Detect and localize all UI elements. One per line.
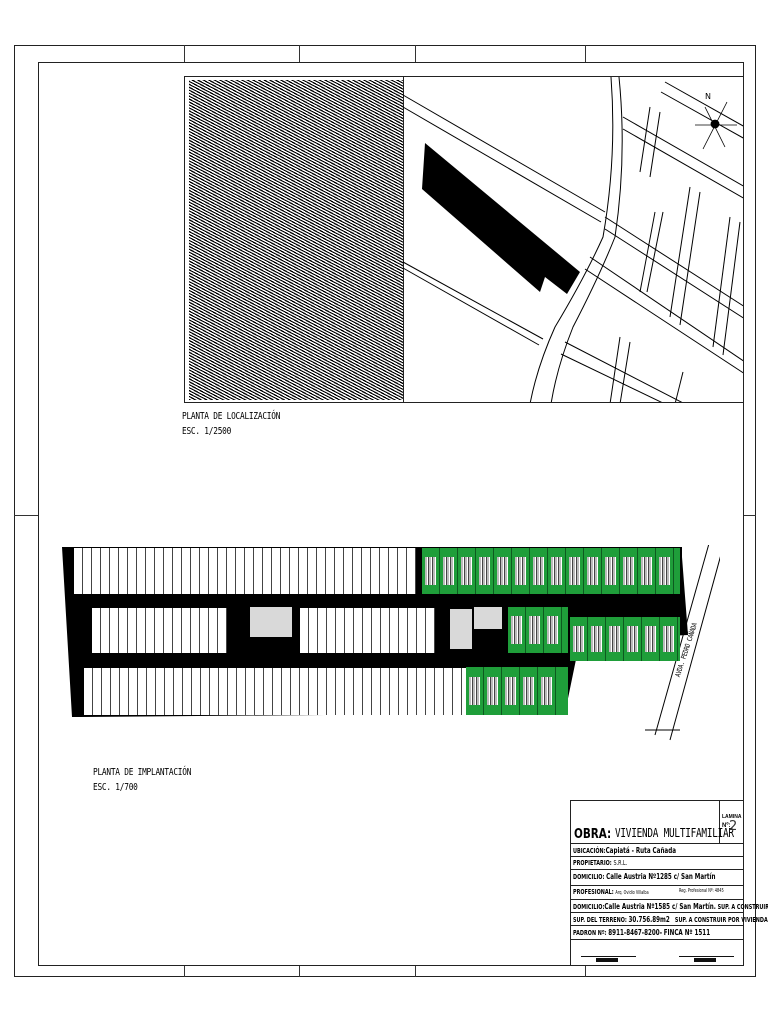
housing-units-middle-left bbox=[508, 607, 568, 653]
location-plan-title: PLANTA DE LOCALIZACIÓN bbox=[182, 411, 281, 422]
project-site-block bbox=[422, 143, 580, 294]
ubicacion-label: UBICACIÓN: bbox=[573, 847, 606, 855]
location-plan-map: N bbox=[184, 76, 744, 403]
lamina-divider bbox=[719, 801, 720, 843]
zone-tick bbox=[184, 966, 185, 977]
north-arrow-icon: N bbox=[695, 92, 737, 150]
parking-row-middle-right bbox=[300, 608, 435, 653]
obra-label: OBRA: bbox=[574, 827, 612, 842]
lamina-label: LAMINA bbox=[722, 814, 742, 820]
ubicacion-value: Capiatá - Ruta Cañada bbox=[605, 846, 676, 855]
finca-value: FINCA Nº 1511 bbox=[663, 928, 711, 937]
reg-label: Reg. Profesional Nº: bbox=[679, 888, 714, 894]
profesional-value: Arq. Ovidio Villalba bbox=[615, 890, 649, 896]
propietario-row: PROPIETARIO: S.R.L. bbox=[571, 856, 743, 869]
parking-row-top bbox=[74, 548, 416, 594]
signature-tag-left bbox=[596, 958, 618, 962]
zone-tick bbox=[299, 45, 300, 62]
sup-vivienda-label: SUP. A CONSTRUIR POR VIVIENDA: bbox=[674, 916, 768, 924]
site-plan-title: PLANTA DE IMPLANTACIÓN bbox=[93, 767, 192, 778]
obra-value: VIVIENDA MULTIFAMILIAR bbox=[614, 826, 734, 840]
lamina-value: 2 bbox=[729, 819, 738, 834]
site-plan: AVDA. PEDRO CAÑADA bbox=[60, 545, 720, 745]
housing-units-bottom bbox=[466, 667, 568, 715]
location-plan-scale: ESC. 1/2500 bbox=[182, 426, 232, 437]
signature-tag-right bbox=[694, 958, 716, 962]
service-building bbox=[450, 609, 472, 649]
sup-construir-label: SUP. A CONSTRUIR: bbox=[717, 903, 768, 911]
parking-row-bottom bbox=[84, 668, 489, 715]
signature-line-left bbox=[581, 956, 636, 957]
housing-units-top bbox=[422, 548, 680, 594]
zone-tick bbox=[415, 966, 416, 977]
parking-row-middle-left bbox=[92, 608, 227, 653]
signature-divider bbox=[571, 939, 743, 940]
domicilio-value: Calle Austria Nº1285 c/ San Martín bbox=[606, 872, 716, 881]
street-map: N bbox=[402, 77, 743, 402]
profesional-label: PROFESIONAL: bbox=[573, 888, 614, 896]
site-plan-scale: ESC. 1/700 bbox=[93, 782, 138, 793]
signature-line-right bbox=[679, 956, 734, 957]
zone-tick bbox=[585, 966, 586, 977]
title-block: OBRA: VIVIENDA MULTIFAMILIAR LAMINA Nº: … bbox=[570, 800, 768, 966]
zone-tick bbox=[744, 515, 756, 516]
outer-frame bbox=[14, 45, 756, 977]
propietario-value: S.R.L. bbox=[613, 859, 628, 867]
zone-tick bbox=[299, 966, 300, 977]
padron-row: PADRON Nº: 8911-8467-8200- FINCA Nº 1511 bbox=[571, 925, 743, 939]
padron-value: 8911-8467-8200- bbox=[608, 928, 663, 937]
padron-label: PADRON Nº: bbox=[573, 929, 607, 937]
ubicacion-row: UBICACIÓN:Capiatá - Ruta Cañada bbox=[571, 843, 743, 856]
domicilio2-row: DOMICILIO:Calle Austria Nº1585 c/ San Ma… bbox=[571, 899, 768, 912]
profesional-row: PROFESIONAL: Arq. Ovidio Villalba Reg. P… bbox=[571, 885, 743, 898]
map-divider bbox=[403, 77, 404, 402]
inner-frame bbox=[38, 62, 744, 966]
lamina-no-label: Nº: bbox=[722, 823, 731, 829]
domicilio2-label: DOMICILIO: bbox=[573, 903, 605, 911]
propietario-label: PROPIETARIO: bbox=[573, 859, 612, 867]
domicilio-label: DOMICILIO: bbox=[573, 873, 605, 881]
domicilio2-value: Calle Austria Nº1585 c/ San Martín. bbox=[604, 902, 716, 911]
cadastral-map-detail bbox=[189, 80, 403, 400]
service-building bbox=[474, 607, 502, 629]
service-building bbox=[250, 607, 292, 637]
zone-tick bbox=[14, 515, 38, 516]
sup-terreno-row: SUP. DEL TERRENO: 30.756.89m2 SUP. A CON… bbox=[571, 912, 768, 925]
sup-terreno-value: 30.756.89m2 bbox=[628, 915, 670, 924]
obra-heading: OBRA: VIVIENDA MULTIFAMILIAR bbox=[574, 825, 768, 843]
reg-value: 4845 bbox=[714, 888, 724, 894]
zone-tick bbox=[415, 45, 416, 62]
zone-tick bbox=[585, 45, 586, 62]
svg-text:N: N bbox=[705, 92, 711, 101]
sup-terreno-label: SUP. DEL TERRENO: bbox=[573, 916, 627, 924]
zone-tick bbox=[184, 45, 185, 62]
housing-units-middle-right bbox=[570, 617, 680, 661]
domicilio-row: DOMICILIO: Calle Austria Nº1285 c/ San M… bbox=[571, 869, 743, 882]
